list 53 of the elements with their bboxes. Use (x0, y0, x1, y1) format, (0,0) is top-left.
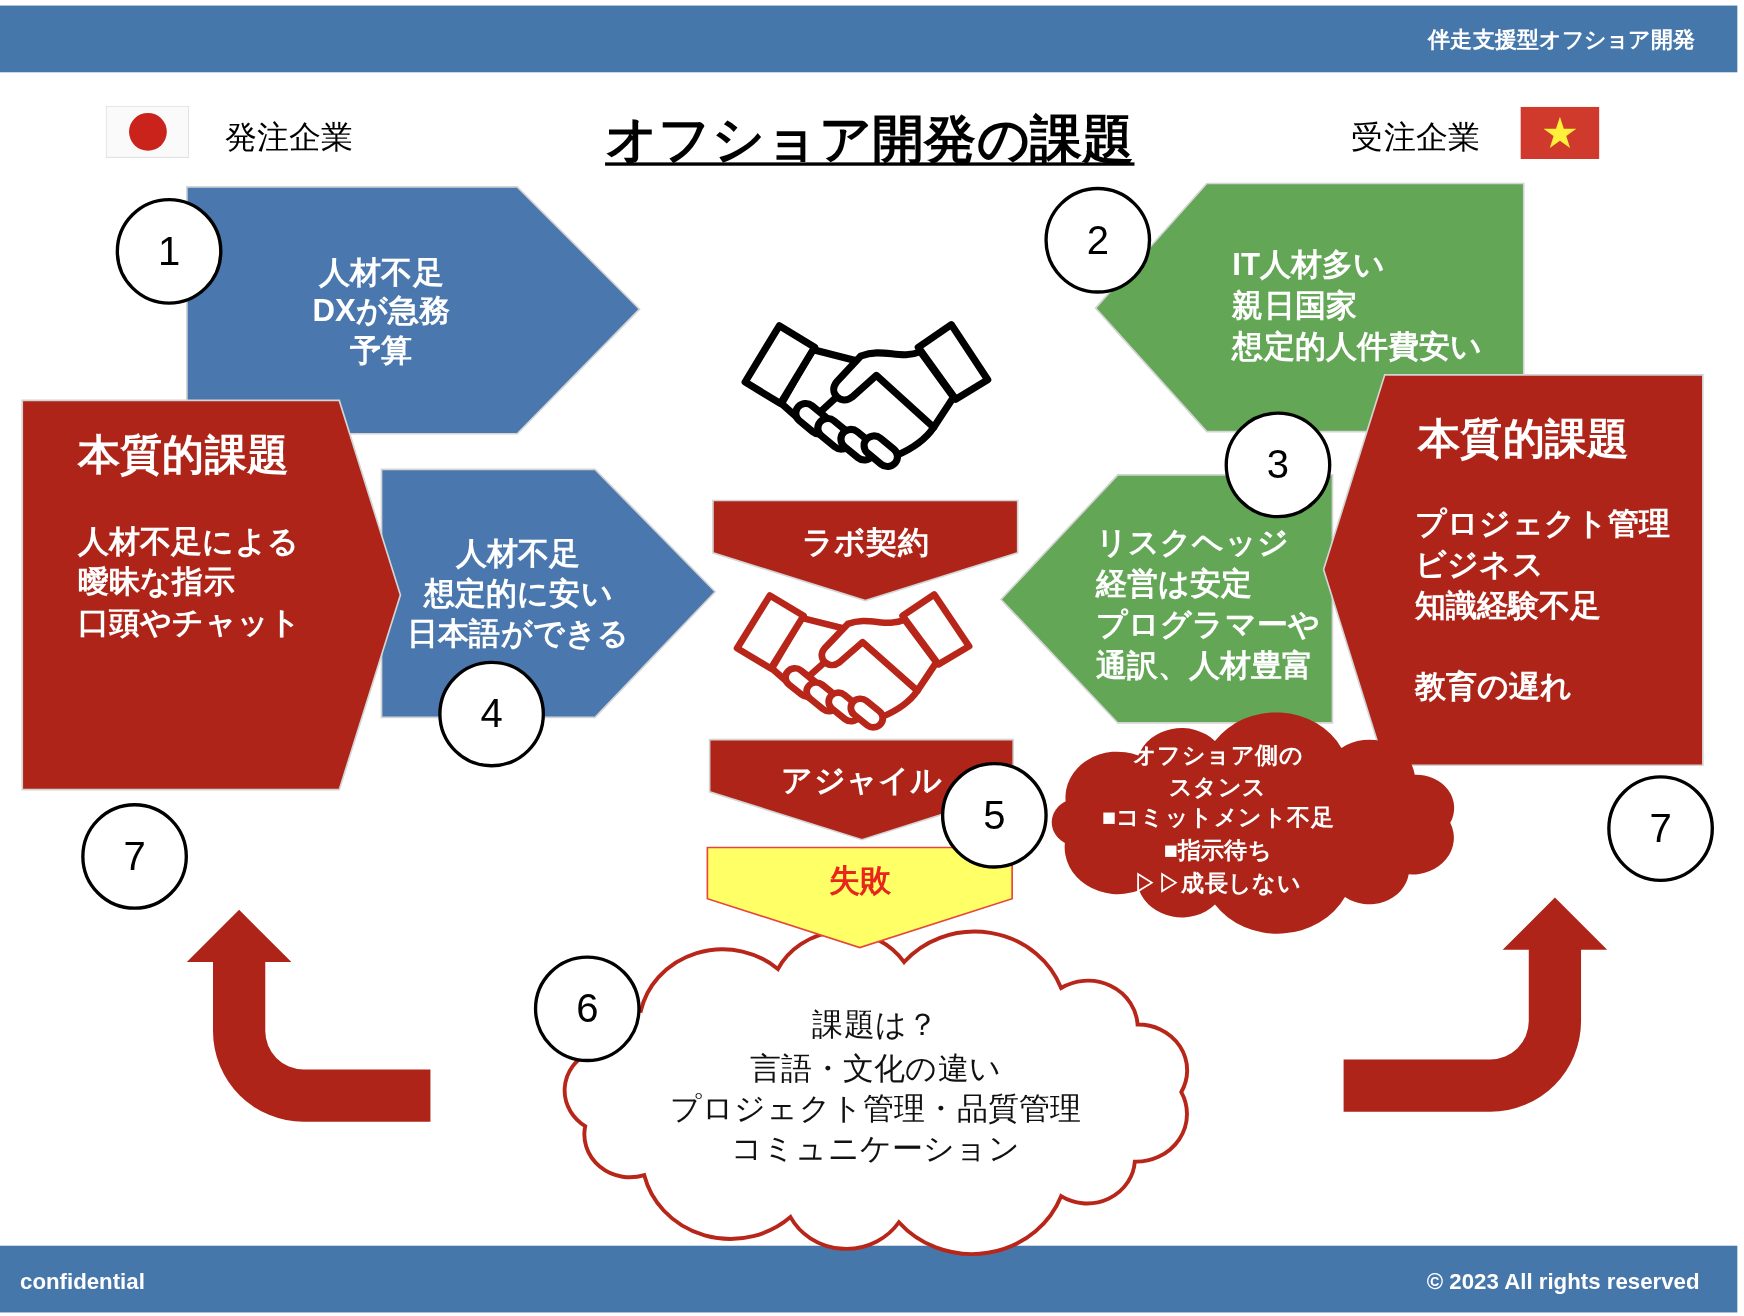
company-label: 発注企業 (224, 118, 354, 157)
header-text: 伴走支援型オフショア開発 (1428, 25, 1696, 54)
body-text: 課題は？ (812, 1006, 939, 1045)
body-text: 人材不足 (319, 253, 444, 292)
body-text: プログラマーや通訳、人材豊富 (1095, 606, 1322, 685)
number-circle: 7 (1607, 775, 1714, 882)
header-bar (0, 5, 1738, 73)
footer-bar (0, 1245, 1738, 1313)
banner-text: ラボ契約 (801, 524, 929, 562)
body-text: リスクヘッジ (1095, 524, 1290, 562)
heading: 本質的課題 (77, 430, 290, 481)
body-text: 口頭やチャット (77, 604, 302, 642)
page-title: オフショア開発の課題 (605, 108, 1135, 170)
arrow-shape (1323, 374, 1703, 766)
body-text: 曖昧な指示 (77, 562, 235, 601)
number-circle: 6 (533, 955, 641, 1063)
footer-text: confidential (20, 1268, 145, 1296)
body-text: 想定的人件費安い (1232, 328, 1483, 366)
body-text: ▷▷成長しない (1134, 868, 1302, 898)
body-text: 予算 (350, 332, 413, 371)
body-text: 日本語ができる (407, 615, 630, 653)
body-text: 人材不足 (456, 535, 581, 573)
body-text: IT人材多い (1232, 245, 1386, 284)
number-circle: 7 (81, 803, 188, 910)
number-circle: 1 (115, 198, 223, 305)
body-text: ■指示待ち (1163, 835, 1273, 864)
body-text: 知識経験不足 (1414, 587, 1602, 625)
body-text: ビジネス (1414, 546, 1544, 584)
banner-text: 失敗 (828, 862, 891, 900)
body-text: プロジェクト管理・品質管理 (669, 1090, 1082, 1128)
cloud-shape (1051, 711, 1455, 935)
body-text: プロジェクト管理 (1414, 505, 1671, 543)
body-text: ■コミットメント不足 (1101, 803, 1334, 832)
arrow-shape (22, 400, 401, 790)
body-text: DXが急務 (312, 292, 451, 331)
curved-arrow (186, 909, 431, 1122)
body-text: 経営は安定 (1095, 565, 1253, 603)
cloud-shape (561, 928, 1191, 1257)
body-text: 人材不足による (77, 522, 300, 561)
copyright-text: © 2023 All rights reserved (1426, 1268, 1700, 1296)
curved-arrow (1343, 897, 1608, 1112)
number-circle: 2 (1044, 186, 1152, 294)
banner-text: アジャイル (781, 762, 943, 800)
body-text: コミュニケーション (730, 1130, 1020, 1168)
body-text: 言語・文化の違い (749, 1050, 1001, 1088)
banner (707, 847, 1013, 948)
banner (712, 500, 1018, 601)
arrow-shape (186, 186, 640, 434)
body-text: 親日国家 (1232, 287, 1357, 325)
body-text: 教育の遅れ (1414, 668, 1573, 707)
heading: 本質的課題 (1418, 413, 1630, 464)
body-text: 想定的に安い (423, 575, 613, 613)
company-label: 受注企業 (1351, 118, 1481, 157)
